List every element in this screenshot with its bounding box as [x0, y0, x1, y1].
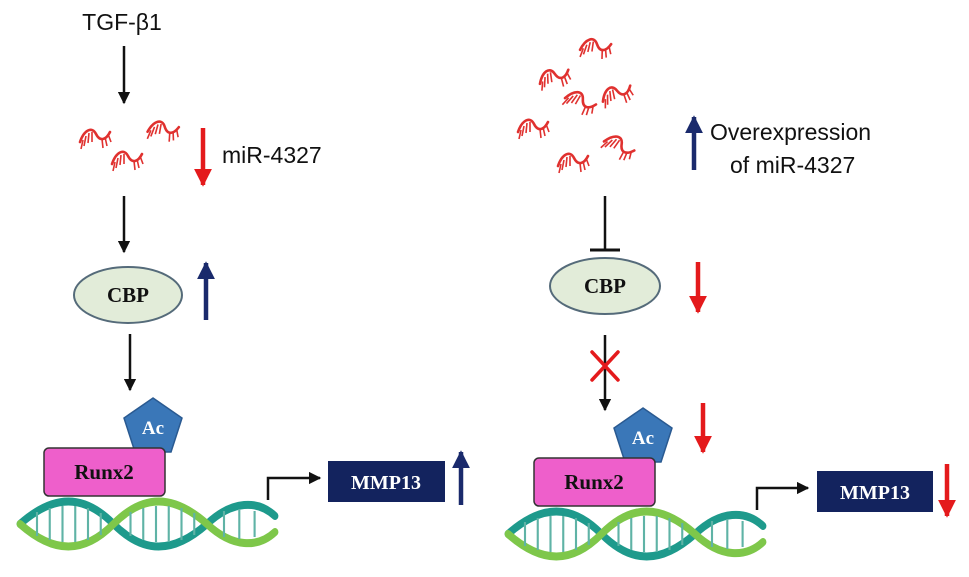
cbp-node: [73, 266, 183, 324]
cbp-label: CBP: [107, 283, 149, 307]
mmp13-box: [328, 461, 445, 502]
stimulus-label: TGF-β1: [82, 9, 162, 35]
dna-helix-icon: [508, 512, 763, 557]
runx2-box: [43, 447, 166, 497]
mirna-icon: [598, 130, 638, 167]
left-panel: TGF-β1 miR-4327 CBP Ac Runx2 MMP13: [20, 9, 470, 547]
overexpression-label: Overexpression: [710, 119, 871, 145]
runx2-label: Runx2: [564, 470, 624, 494]
transcription-arrow: [755, 481, 810, 510]
mirna-icon: [516, 118, 551, 141]
acetyl-label: Ac: [632, 428, 654, 449]
mirna-icon: [110, 150, 145, 173]
mirna-cluster-left: [78, 118, 182, 173]
mmp13-label: MMP13: [840, 482, 910, 504]
cbp-label: CBP: [584, 274, 626, 298]
block-cross-icon: [590, 350, 620, 382]
runx2-box: [533, 457, 656, 507]
mmp13-label: MMP13: [351, 472, 421, 494]
mirna-icon: [560, 86, 600, 121]
runx2-label: Runx2: [74, 460, 134, 484]
mirna-icon: [145, 118, 182, 146]
mmp13-box: [817, 471, 933, 512]
cbp-node: [549, 257, 661, 315]
mirna-icon: [556, 152, 591, 175]
overexpression-label-line2: of miR-4327: [730, 152, 855, 178]
right-panel: Overexpression of miR-4327 CBP Ac Runx2 …: [508, 36, 956, 557]
mirna-label: miR-4327: [222, 142, 322, 168]
mirna-icon: [536, 66, 573, 93]
mirna-icon: [599, 82, 636, 110]
acetyl-label: Ac: [142, 418, 164, 439]
mirna-icon: [577, 36, 614, 63]
mirna-icon: [78, 128, 113, 151]
transcription-arrow: [266, 471, 322, 500]
dna-helix-icon: [20, 502, 275, 547]
mirna-cluster-right: [516, 36, 638, 175]
